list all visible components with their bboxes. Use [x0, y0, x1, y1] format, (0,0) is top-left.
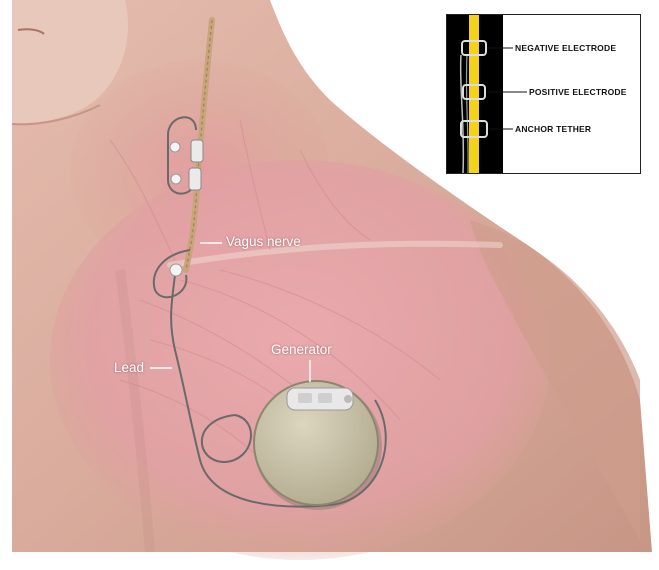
generator-device: [254, 381, 382, 510]
negative-electrode-label: NEGATIVE ELECTRODE: [515, 43, 616, 53]
electrode-detail-inset: NEGATIVE ELECTRODE POSITIVE ELECTRODE AN…: [446, 14, 641, 174]
positive-electrode-label: POSITIVE ELECTRODE: [529, 87, 627, 97]
lead-label: Lead: [114, 360, 144, 375]
generator-label: Generator: [271, 342, 332, 357]
vagus-nerve-label: Vagus nerve: [226, 234, 301, 249]
anchor-tether-label: ANCHOR TETHER: [515, 124, 591, 134]
